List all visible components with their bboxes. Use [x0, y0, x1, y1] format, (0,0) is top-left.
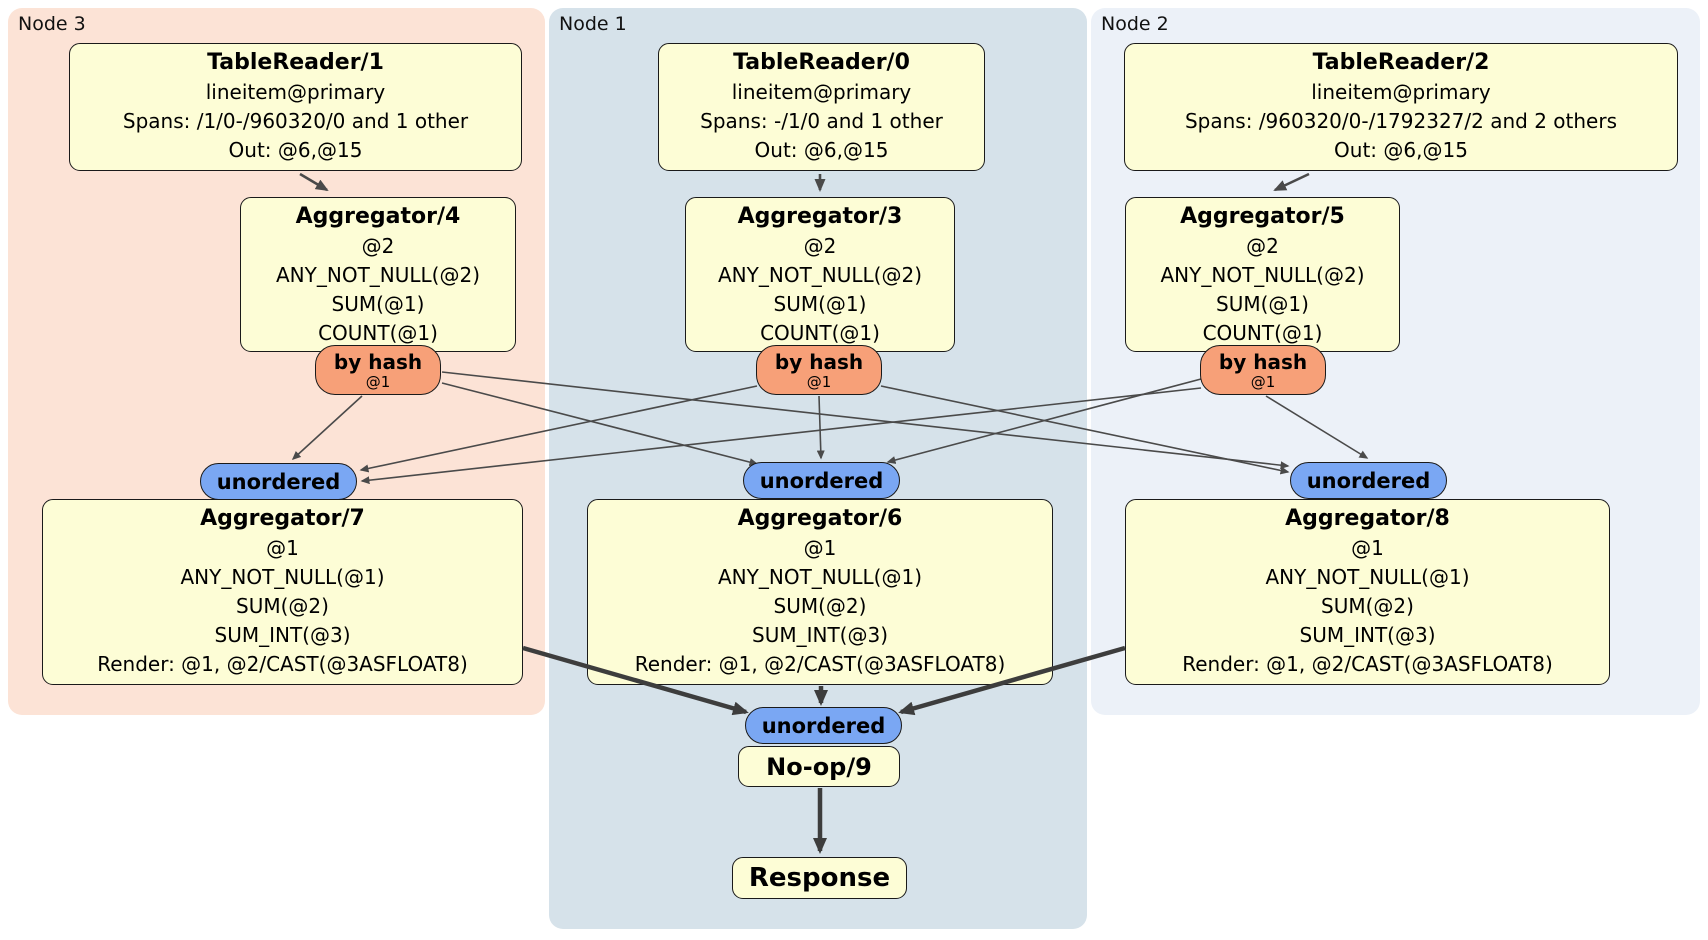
processor-box-aggregator-7: Aggregator/7 @1 ANY_NOT_NULL(@1) SUM(@2)…	[42, 499, 523, 685]
processor-detail-line: Render: @1, @2/CAST(@3ASFLOAT8)	[634, 652, 1006, 676]
processor-detail-line: COUNT(@1)	[760, 321, 880, 345]
processor-detail-line: @2	[1246, 234, 1279, 258]
response-box: Response	[732, 857, 907, 899]
processor-title: Aggregator/4	[295, 204, 461, 229]
processor-detail-line: COUNT(@1)	[1202, 321, 1323, 345]
processor-detail-line: Out: @6,@15	[754, 138, 889, 162]
processor-detail-line: Render: @1, @2/CAST(@3ASFLOAT8)	[97, 652, 468, 676]
processor-box-aggregator-4: Aggregator/4 @2 ANY_NOT_NULL(@2) SUM(@1)…	[240, 197, 516, 352]
processor-detail-line: lineitem@primary	[1311, 80, 1491, 104]
processor-detail-line: Out: @6,@15	[228, 138, 363, 162]
processor-detail-line: ANY_NOT_NULL(@1)	[718, 565, 922, 589]
processor-box-aggregator-8: Aggregator/8 @1 ANY_NOT_NULL(@1) SUM(@2)…	[1125, 499, 1610, 685]
stream-pill-detail: @1	[365, 372, 391, 391]
processor-detail-line: ANY_NOT_NULL(@2)	[276, 263, 480, 287]
processor-box-tablereader-0: TableReader/0 lineitem@primary Spans: -/…	[658, 43, 985, 171]
region-label-node3: Node 3	[18, 13, 86, 35]
processor-detail-line: SUM_INT(@3)	[214, 623, 351, 647]
stream-pill-by-hash-center: by hash @1	[756, 345, 882, 395]
stream-pill-by-hash-right: by hash @1	[1200, 345, 1326, 395]
response-title: Response	[748, 863, 891, 893]
processor-detail-line: @2	[361, 234, 395, 258]
processor-box-noop-9: No-op/9	[738, 746, 900, 787]
processor-detail-line: lineitem@primary	[205, 80, 386, 104]
processor-detail-line: Render: @1, @2/CAST(@3ASFLOAT8)	[1182, 652, 1553, 676]
stream-pill-label: by hash	[774, 349, 864, 374]
processor-detail-line: @1	[803, 536, 837, 560]
processor-title: Aggregator/8	[1285, 506, 1450, 531]
processor-detail-line: COUNT(@1)	[318, 321, 438, 345]
processor-title: TableReader/1	[207, 50, 384, 75]
processor-title: Aggregator/6	[737, 506, 903, 531]
processor-box-aggregator-6: Aggregator/6 @1 ANY_NOT_NULL(@1) SUM(@2)…	[587, 499, 1053, 685]
processor-detail-line: SUM(@2)	[236, 594, 329, 618]
processor-detail-line: SUM_INT(@3)	[752, 623, 888, 647]
processor-detail-line: lineitem@primary	[731, 80, 912, 104]
processor-detail-line: @1	[1351, 536, 1384, 560]
processor-detail-line: ANY_NOT_NULL(@1)	[1265, 565, 1470, 589]
processor-box-tablereader-2: TableReader/2 lineitem@primary Spans: /9…	[1124, 43, 1678, 171]
stream-pill-unordered-center: unordered	[743, 462, 900, 499]
processor-detail-line: Out: @6,@15	[1334, 138, 1468, 162]
stream-pill-unordered-left: unordered	[200, 463, 357, 500]
processor-title: No-op/9	[766, 752, 872, 781]
processor-box-aggregator-5: Aggregator/5 @2 ANY_NOT_NULL(@2) SUM(@1)…	[1125, 197, 1400, 352]
stream-pill-label: unordered	[1306, 468, 1431, 493]
processor-detail-line: SUM(@2)	[773, 594, 867, 618]
processor-detail-line: Spans: -/1/0 and 1 other	[700, 109, 943, 133]
processor-title: Aggregator/5	[1180, 204, 1345, 229]
processor-detail-line: @2	[803, 234, 837, 258]
region-label-node2: Node 2	[1101, 13, 1169, 35]
processor-detail-line: @1	[266, 536, 299, 560]
processor-detail-line: ANY_NOT_NULL(@1)	[180, 565, 385, 589]
stream-pill-unordered-final: unordered	[745, 707, 902, 744]
stream-pill-label: unordered	[761, 713, 886, 738]
processor-detail-line: Spans: /1/0-/960320/0 and 1 other	[122, 109, 469, 133]
processor-title: TableReader/0	[733, 50, 910, 75]
processor-box-tablereader-1: TableReader/1 lineitem@primary Spans: /1…	[69, 43, 522, 171]
processor-detail-line: ANY_NOT_NULL(@2)	[718, 263, 922, 287]
stream-pill-label: unordered	[216, 469, 341, 494]
stream-pill-detail: @1	[806, 372, 832, 391]
region-label-node1: Node 1	[559, 13, 627, 35]
processor-title: TableReader/2	[1312, 50, 1490, 75]
stream-pill-unordered-right: unordered	[1290, 462, 1447, 499]
processor-detail-line: SUM(@1)	[1216, 292, 1309, 316]
processor-detail-line: Spans: /960320/0-/1792327/2 and 2 others	[1184, 109, 1617, 133]
processor-detail-line: SUM_INT(@3)	[1299, 623, 1436, 647]
stream-pill-label: by hash	[333, 349, 423, 374]
processor-detail-line: SUM(@2)	[1321, 594, 1414, 618]
processor-title: Aggregator/3	[737, 204, 903, 229]
processor-detail-line: SUM(@1)	[331, 292, 425, 316]
stream-pill-detail: @1	[1250, 372, 1276, 391]
processor-title: Aggregator/7	[200, 506, 365, 531]
processor-box-aggregator-3: Aggregator/3 @2 ANY_NOT_NULL(@2) SUM(@1)…	[685, 197, 955, 352]
processor-detail-line: SUM(@1)	[773, 292, 867, 316]
stream-pill-by-hash-left: by hash @1	[315, 345, 441, 395]
stream-pill-label: unordered	[759, 468, 884, 493]
stream-pill-label: by hash	[1218, 349, 1308, 374]
processor-detail-line: ANY_NOT_NULL(@2)	[1160, 263, 1365, 287]
